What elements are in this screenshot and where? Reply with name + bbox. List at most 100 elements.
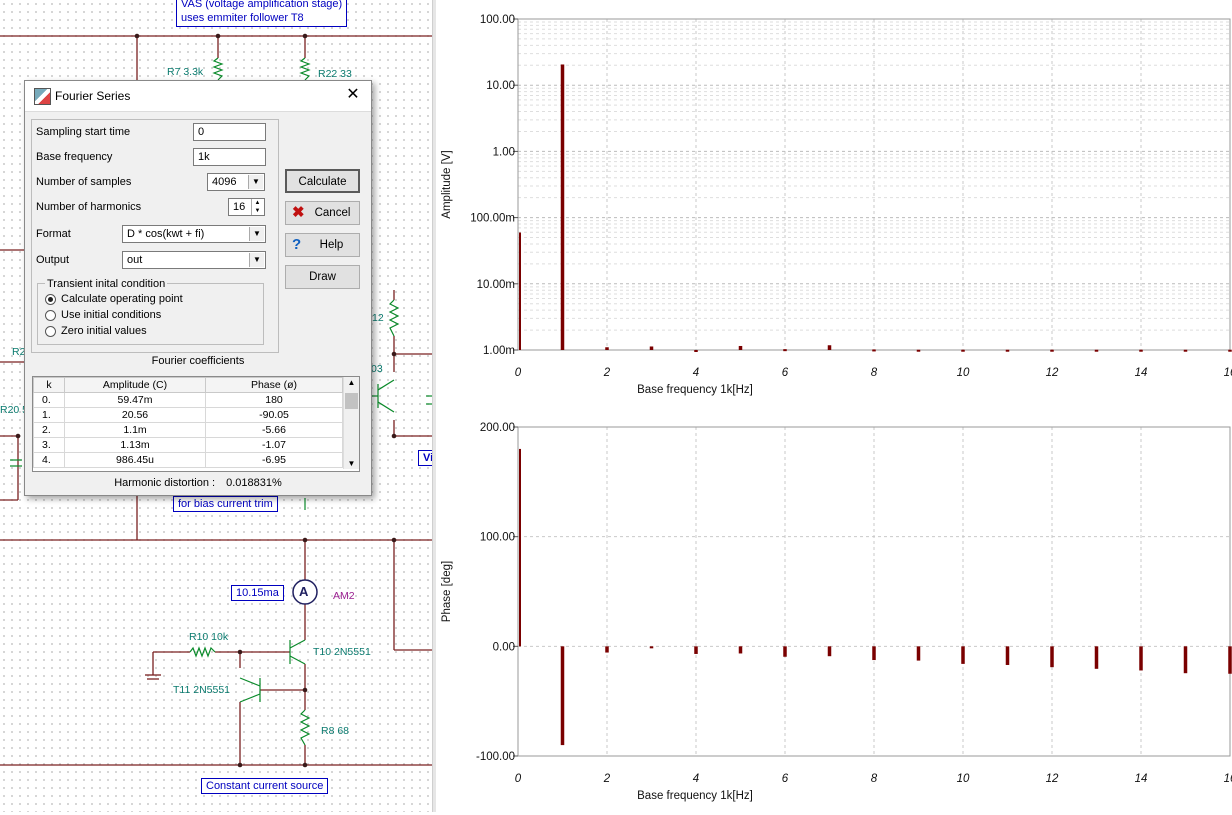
transient-legend: Transient inital condition	[45, 278, 168, 290]
cell-k: 2.	[33, 422, 65, 438]
pane-splitter[interactable]	[432, 0, 437, 812]
table-scrollbar[interactable]: ▲ ▼	[343, 377, 359, 469]
base-frequency-label: Base frequency	[36, 151, 113, 163]
format-select[interactable]: D * cos(kwt + fi) ▼	[122, 225, 266, 243]
num-samples-select[interactable]: 4096 ▼	[207, 173, 265, 191]
calculate-button[interactable]: Calculate	[285, 169, 360, 193]
radio-calculate-operating-point[interactable]: Calculate operating point	[45, 293, 183, 305]
spectral-bar	[916, 349, 921, 352]
vas-note-line1: VAS (voltage amplification stage)	[181, 0, 343, 10]
col-header-amplitude[interactable]: Amplitude (C)	[64, 377, 206, 393]
ccs-note[interactable]: Constant current source	[201, 778, 329, 794]
chevron-down-icon[interactable]: ▼	[249, 253, 264, 267]
close-icon[interactable]: ✕	[346, 86, 360, 103]
spectral-bar	[872, 349, 876, 352]
am2-label: AM2	[333, 590, 355, 602]
base-frequency-input[interactable]: 1k	[193, 148, 266, 166]
x-tick-label: 16	[1224, 773, 1232, 785]
x-tick-label: 4	[693, 773, 699, 785]
cell-k: 4.	[33, 452, 65, 468]
ammeter-reading[interactable]: 10.15ma	[231, 585, 284, 601]
spectral-bar	[560, 646, 565, 746]
spectral-bar	[783, 646, 787, 657]
output-label: Output	[36, 254, 70, 266]
spectral-bar	[1005, 349, 1010, 352]
scroll-down-icon[interactable]: ▼	[347, 459, 356, 468]
spinner-arrows-icon[interactable]: ▲▼	[251, 199, 263, 215]
spectral-bar	[916, 646, 921, 661]
table-row[interactable]: 4. 986.45u -6.95	[33, 452, 343, 468]
bias-note[interactable]: for bias current trim	[173, 496, 278, 512]
spectral-bar	[694, 350, 698, 352]
col-header-k[interactable]: k	[33, 377, 65, 393]
coefficients-title: Fourier coefficients	[151, 355, 245, 367]
scrollbar-thumb[interactable]	[345, 393, 358, 409]
r22-label: R22 33	[318, 68, 352, 80]
cell-phase: -5.66	[205, 422, 343, 438]
calculate-button-label: Calculate	[298, 176, 347, 188]
t10-label: T10 2N5551	[313, 646, 371, 658]
draw-button-label: Draw	[309, 271, 336, 283]
spectral-bar	[649, 346, 654, 350]
num-harmonics-stepper[interactable]: 16 ▲▼	[228, 198, 265, 216]
spectral-bar	[827, 345, 832, 350]
x-tick-label: 0	[515, 773, 522, 785]
spectral-bar	[961, 349, 965, 352]
col-header-phase[interactable]: Phase (ø)	[205, 377, 343, 393]
harmonic-distortion: Harmonic distortion : 0.018831%	[25, 477, 371, 489]
cell-k: 1.	[33, 407, 65, 423]
spectral-bar	[961, 646, 965, 664]
table-row[interactable]: 2. 1.1m -5.66	[33, 422, 343, 438]
vi-tag[interactable]: Vi	[418, 450, 432, 466]
num-samples-value: 4096	[212, 176, 237, 188]
chevron-down-icon[interactable]: ▼	[248, 175, 263, 189]
y-tick-label: 10.00m	[477, 279, 515, 291]
radio-use-initial-conditions[interactable]: Use initial conditions	[45, 309, 161, 321]
x-tick-label: 4	[693, 367, 699, 379]
table-row[interactable]: 3. 1.13m -1.07	[33, 437, 343, 453]
y-tick-label: 10.00	[486, 80, 515, 92]
draw-button[interactable]: Draw	[285, 265, 360, 289]
harmonic-distortion-label: Harmonic distortion :	[114, 477, 216, 489]
cell-amplitude: 1.1m	[64, 422, 206, 438]
format-label: Format	[36, 228, 71, 240]
vas-note[interactable]: VAS (voltage amplification stage) uses e…	[176, 0, 348, 27]
scroll-up-icon[interactable]: ▲	[347, 378, 356, 387]
t11-label: T11 2N5551	[173, 684, 231, 696]
sampling-start-input[interactable]: 0	[193, 123, 266, 141]
help-question-icon: ?	[292, 236, 302, 253]
y-tick-label: 1.00m	[483, 345, 515, 357]
x-tick-label: 8	[871, 367, 878, 379]
ammeter-icon[interactable]: A	[299, 584, 309, 599]
spectral-bar	[649, 646, 654, 649]
radio-zero-initial-values[interactable]: Zero initial values	[45, 325, 147, 337]
cancel-x-icon: ✖	[292, 204, 305, 221]
table-row[interactable]: 1. 20.56 -90.05	[33, 407, 343, 423]
y-axis-label: Phase [deg]	[441, 561, 453, 622]
output-select[interactable]: out ▼	[122, 251, 266, 269]
cell-k: 3.	[33, 437, 65, 453]
harmonic-distortion-value: 0.018831%	[226, 477, 282, 489]
spectral-bar	[1139, 349, 1143, 352]
x-tick-label: 14	[1135, 773, 1148, 785]
cell-amplitude: 1.13m	[64, 437, 206, 453]
coefficients-table[interactable]: k Amplitude (C) Phase (ø) 0. 59.47m 180 …	[32, 376, 360, 472]
num-samples-label: Number of samples	[36, 176, 132, 188]
cancel-button[interactable]: ✖ Cancel	[285, 201, 360, 225]
help-button[interactable]: ? Help	[285, 233, 360, 257]
spectral-bar	[1094, 349, 1099, 352]
spectral-bar	[827, 646, 832, 657]
x-tick-label: 2	[603, 773, 611, 785]
x-tick-label: 2	[603, 367, 611, 379]
spectral-bar	[1050, 349, 1054, 352]
num-harmonics-label: Number of harmonics	[36, 201, 142, 213]
spectral-bar	[605, 646, 609, 653]
table-row[interactable]: 0. 59.47m 180	[33, 392, 343, 408]
chevron-down-icon[interactable]: ▼	[249, 227, 264, 241]
spectral-bar	[738, 345, 743, 350]
spectral-bar	[1094, 646, 1099, 669]
vas-note-line2: uses emmiter follower T8	[181, 12, 304, 24]
dialog-titlebar[interactable]: Fourier Series ✕	[25, 81, 371, 112]
